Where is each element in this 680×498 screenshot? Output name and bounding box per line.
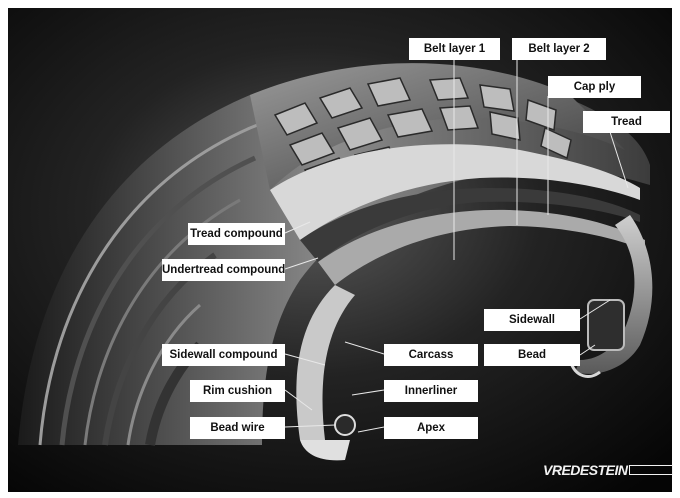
label-apex: Apex [384,417,478,439]
label-belt-layer-1: Belt layer 1 [409,38,500,60]
label-bead-wire: Bead wire [190,417,285,439]
label-bead: Bead [484,344,580,366]
label-tread-compound: Tread compound [188,223,285,245]
label-undertread-compound: Undertread compound [162,259,285,281]
bead-right [588,300,624,350]
label-cap-ply: Cap ply [548,76,641,98]
brand-logo: VREDESTEIN [543,458,673,482]
label-sidewall: Sidewall [484,309,580,331]
label-tread: Tread [583,111,670,133]
label-sidewall-compound: Sidewall compound [162,344,285,366]
label-rim-cushion: Rim cushion [190,380,285,402]
bead-wire-core [335,415,355,435]
brand-name: VREDESTEIN [543,462,627,478]
label-carcass: Carcass [384,344,478,366]
brand-logo-box [629,465,673,475]
label-innerliner: Innerliner [384,380,478,402]
label-belt-layer-2: Belt layer 2 [512,38,606,60]
